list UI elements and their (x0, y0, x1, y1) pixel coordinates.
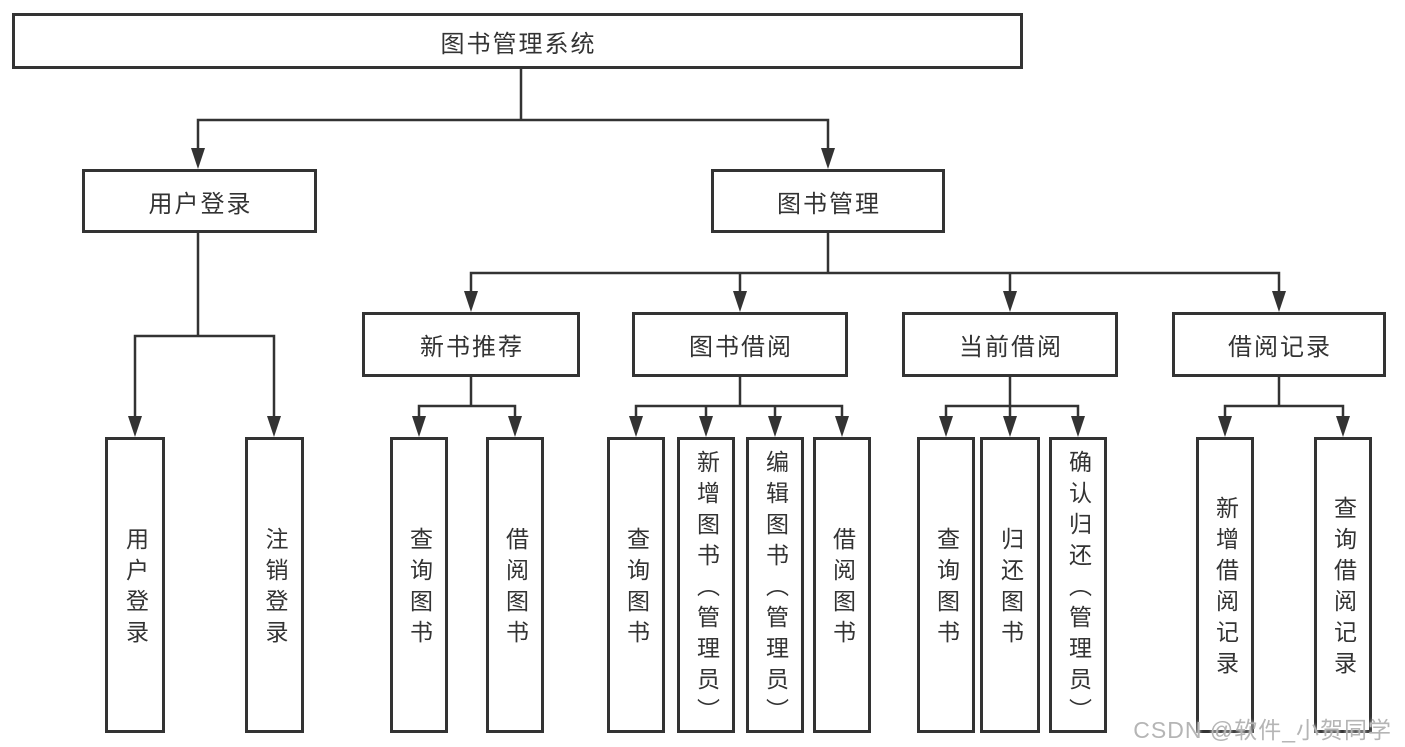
leaf-current-confirm-return-admin: 确认归还（管理员） (1049, 437, 1107, 733)
leaf-logout: 注销登录 (245, 437, 304, 733)
leaf-current-confirm-return-admin-label: 确认归还（管理员） (1065, 449, 1092, 729)
leaf-user-login: 用户登录 (105, 437, 165, 733)
leaf-current-query-books: 查询图书 (917, 437, 975, 733)
leaf-borrow-add-books-admin: 新增图书（管理员） (677, 437, 735, 733)
leaf-recommend-borrow-books-label: 借阅图书 (502, 527, 529, 651)
node-book-management: 图书管理 (711, 169, 945, 233)
leaf-records-add-borrow-record: 新增借阅记录 (1196, 437, 1254, 733)
leaf-records-add-borrow-record-label: 新增借阅记录 (1212, 496, 1239, 682)
node-current-borrow: 当前借阅 (902, 312, 1118, 377)
leaf-current-query-books-label: 查询图书 (933, 527, 960, 651)
csdn-watermark: CSDN @软件_小贺同学 (1133, 717, 1392, 743)
leaf-borrow-add-books-admin-label: 新增图书（管理员） (693, 449, 720, 729)
leaf-recommend-borrow-books: 借阅图书 (486, 437, 544, 733)
node-user-login: 用户登录 (82, 169, 317, 233)
leaf-current-return-books: 归还图书 (980, 437, 1040, 733)
node-book-borrow: 图书借阅 (632, 312, 848, 377)
leaf-user-login-label: 用户登录 (122, 527, 149, 651)
node-book-borrow-label: 图书借阅 (689, 334, 793, 361)
leaf-records-query-borrow-record: 查询借阅记录 (1314, 437, 1372, 733)
node-current-borrow-label: 当前借阅 (959, 334, 1063, 361)
node-book-management-label: 图书管理 (777, 190, 881, 218)
leaf-borrow-query-books: 查询图书 (607, 437, 665, 733)
node-borrow-records: 借阅记录 (1172, 312, 1386, 377)
leaf-borrow-edit-books-admin: 编辑图书（管理员） (746, 437, 804, 733)
leaf-borrow-borrow-books-label: 借阅图书 (829, 527, 856, 651)
node-new-book-recommend-label: 新书推荐 (420, 334, 524, 361)
leaf-borrow-query-books-label: 查询图书 (623, 527, 650, 651)
node-new-book-recommend: 新书推荐 (362, 312, 580, 377)
leaf-current-return-books-label: 归还图书 (997, 527, 1024, 651)
node-root-label: 图书管理系统 (440, 30, 597, 58)
leaf-records-query-borrow-record-label: 查询借阅记录 (1330, 496, 1357, 682)
node-root: 图书管理系统 (12, 13, 1023, 69)
leaf-borrow-edit-books-admin-label: 编辑图书（管理员） (762, 449, 789, 729)
leaf-logout-label: 注销登录 (262, 527, 288, 651)
node-user-login-label: 用户登录 (148, 190, 253, 218)
arrowhead-icons (128, 148, 1350, 437)
leaf-borrow-borrow-books: 借阅图书 (813, 437, 871, 733)
leaf-recommend-query-books-label: 查询图书 (406, 527, 433, 651)
connector-lines (133, 67, 1345, 420)
leaf-recommend-query-books: 查询图书 (390, 437, 448, 733)
node-borrow-records-label: 借阅记录 (1228, 334, 1332, 361)
